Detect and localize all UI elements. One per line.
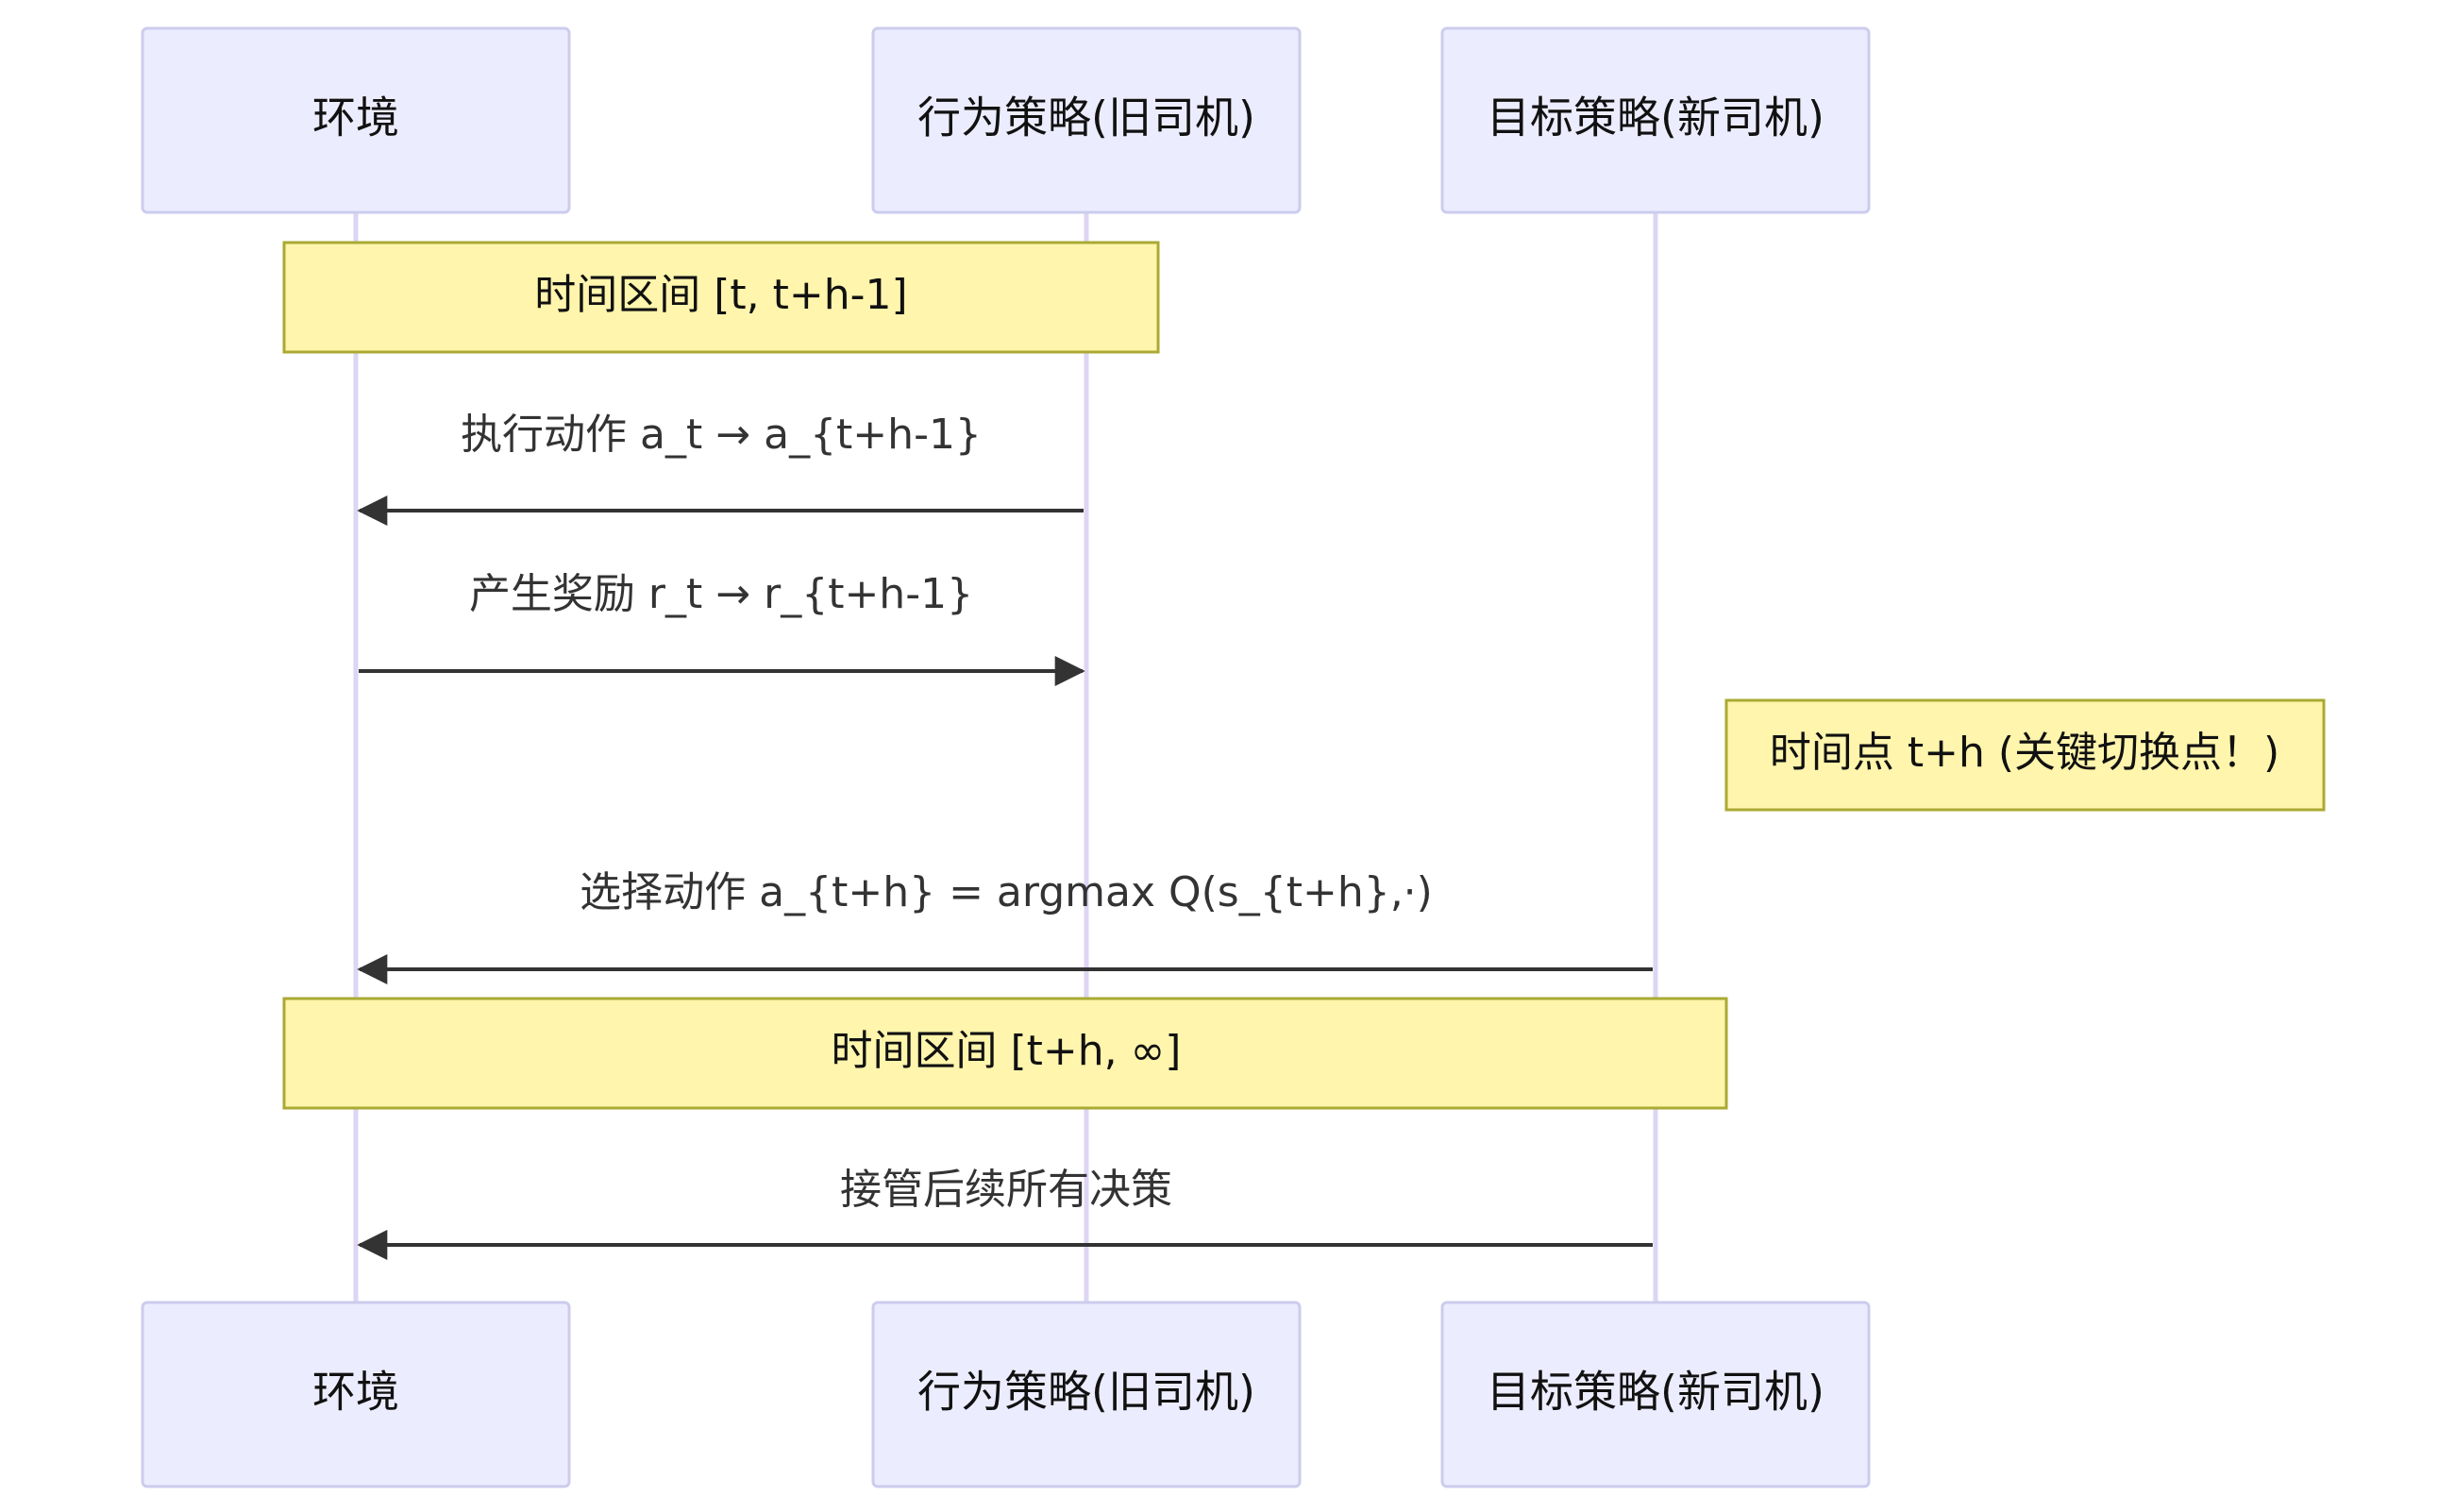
note-switch-point: 时间点 t+h (关键切换点！)	[1724, 698, 2326, 812]
message-produce-reward: 产生奖励 r_t → r_{t+h-1}	[359, 570, 1085, 686]
actor-target-policy-top: 目标策略(新司机)	[1440, 26, 1871, 214]
note-label: 时间区间 [t, t+h-1]	[534, 271, 907, 319]
actor-label: 目标策略(新司机)	[1487, 92, 1824, 143]
actor-behavior-policy-top: 行为策略(旧司机)	[871, 26, 1302, 214]
actor-environment-top: 环境	[141, 26, 571, 214]
message-label: 选择动作 a_{t+h} = argmax Q(s_{t+h},·)	[580, 868, 1433, 916]
actor-label: 环境	[312, 1367, 399, 1418]
note-interval-end: 时间区间 [t+h, ∞]	[282, 997, 1728, 1110]
message-execute-action: 执行动作 a_t → a_{t+h-1}	[357, 411, 1084, 526]
note-interval-start: 时间区间 [t, t+h-1]	[282, 241, 1160, 354]
actor-label: 目标策略(新司机)	[1487, 1367, 1824, 1418]
actor-label: 环境	[312, 92, 399, 143]
actor-label: 行为策略(旧司机)	[917, 1367, 1255, 1418]
note-label: 时间区间 [t+h, ∞]	[832, 1027, 1182, 1075]
actor-label: 行为策略(旧司机)	[917, 92, 1255, 143]
message-label: 执行动作 a_t → a_{t+h-1}	[461, 411, 982, 459]
message-label: 产生奖励 r_t → r_{t+h-1}	[469, 570, 973, 618]
message-select-action: 选择动作 a_{t+h} = argmax Q(s_{t+h},·)	[357, 868, 1653, 984]
actor-environment-bottom: 环境	[141, 1301, 571, 1488]
actor-behavior-policy-bottom: 行为策略(旧司机)	[871, 1301, 1302, 1488]
message-label: 接管后续所有决策	[840, 1166, 1172, 1214]
message-take-over: 接管后续所有决策	[357, 1166, 1653, 1260]
actor-target-policy-bottom: 目标策略(新司机)	[1440, 1301, 1871, 1488]
note-label: 时间点 t+h (关键切换点！)	[1770, 729, 2279, 777]
